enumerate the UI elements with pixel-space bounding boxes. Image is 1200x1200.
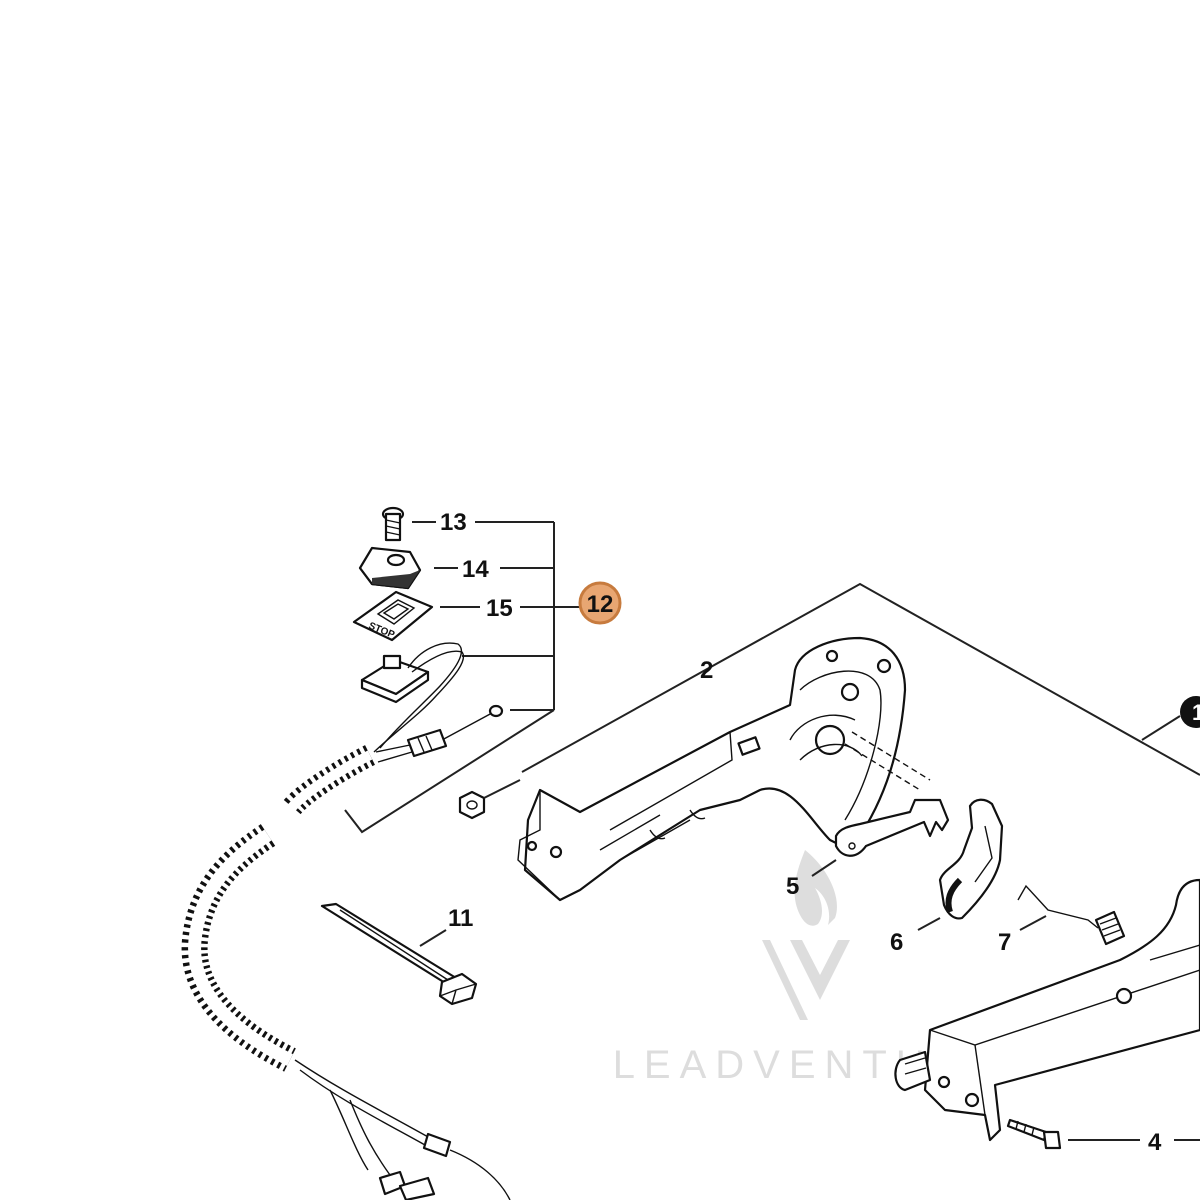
callout-2-label: 2 xyxy=(700,657,713,684)
callout-7-label: 7 xyxy=(998,929,1011,956)
nut xyxy=(458,779,521,820)
spring-7 xyxy=(1017,884,1126,946)
callout-4-label: 4 xyxy=(1148,1129,1162,1156)
throttle-cable xyxy=(375,704,504,763)
callout-edge-badge[interactable] xyxy=(1180,696,1200,728)
watermark-logo xyxy=(762,850,850,1020)
screw-4 xyxy=(1006,1118,1140,1150)
callout-12-badge[interactable] xyxy=(578,581,622,625)
callout-11-label: 11 xyxy=(448,905,473,932)
stop-decal-15: STOP xyxy=(352,590,434,642)
coiled-harness xyxy=(181,745,511,1200)
handle-base xyxy=(894,878,1200,1142)
stop-switch xyxy=(360,642,465,753)
callout-12[interactable]: 12 xyxy=(578,581,622,625)
callout-edge-label: 1 xyxy=(1192,700,1200,725)
screw-13 xyxy=(381,506,405,542)
handle-housing-2 xyxy=(517,636,931,902)
trigger-5 xyxy=(811,798,950,877)
callout-12-label: 12 xyxy=(587,591,614,618)
callout-5-label: 5 xyxy=(786,873,799,900)
callout-edge[interactable]: 1 xyxy=(1141,696,1200,741)
callout-15-label: 15 xyxy=(486,595,513,622)
kit-12-bracket xyxy=(344,521,580,834)
callout-14-label: 14 xyxy=(462,556,489,583)
cable-tie-11 xyxy=(320,902,478,1006)
callout-13-label: 13 xyxy=(440,509,467,536)
callout-6-label: 6 xyxy=(890,929,903,956)
clamp-block-14 xyxy=(358,546,422,590)
lock-lever-6 xyxy=(917,798,1004,931)
